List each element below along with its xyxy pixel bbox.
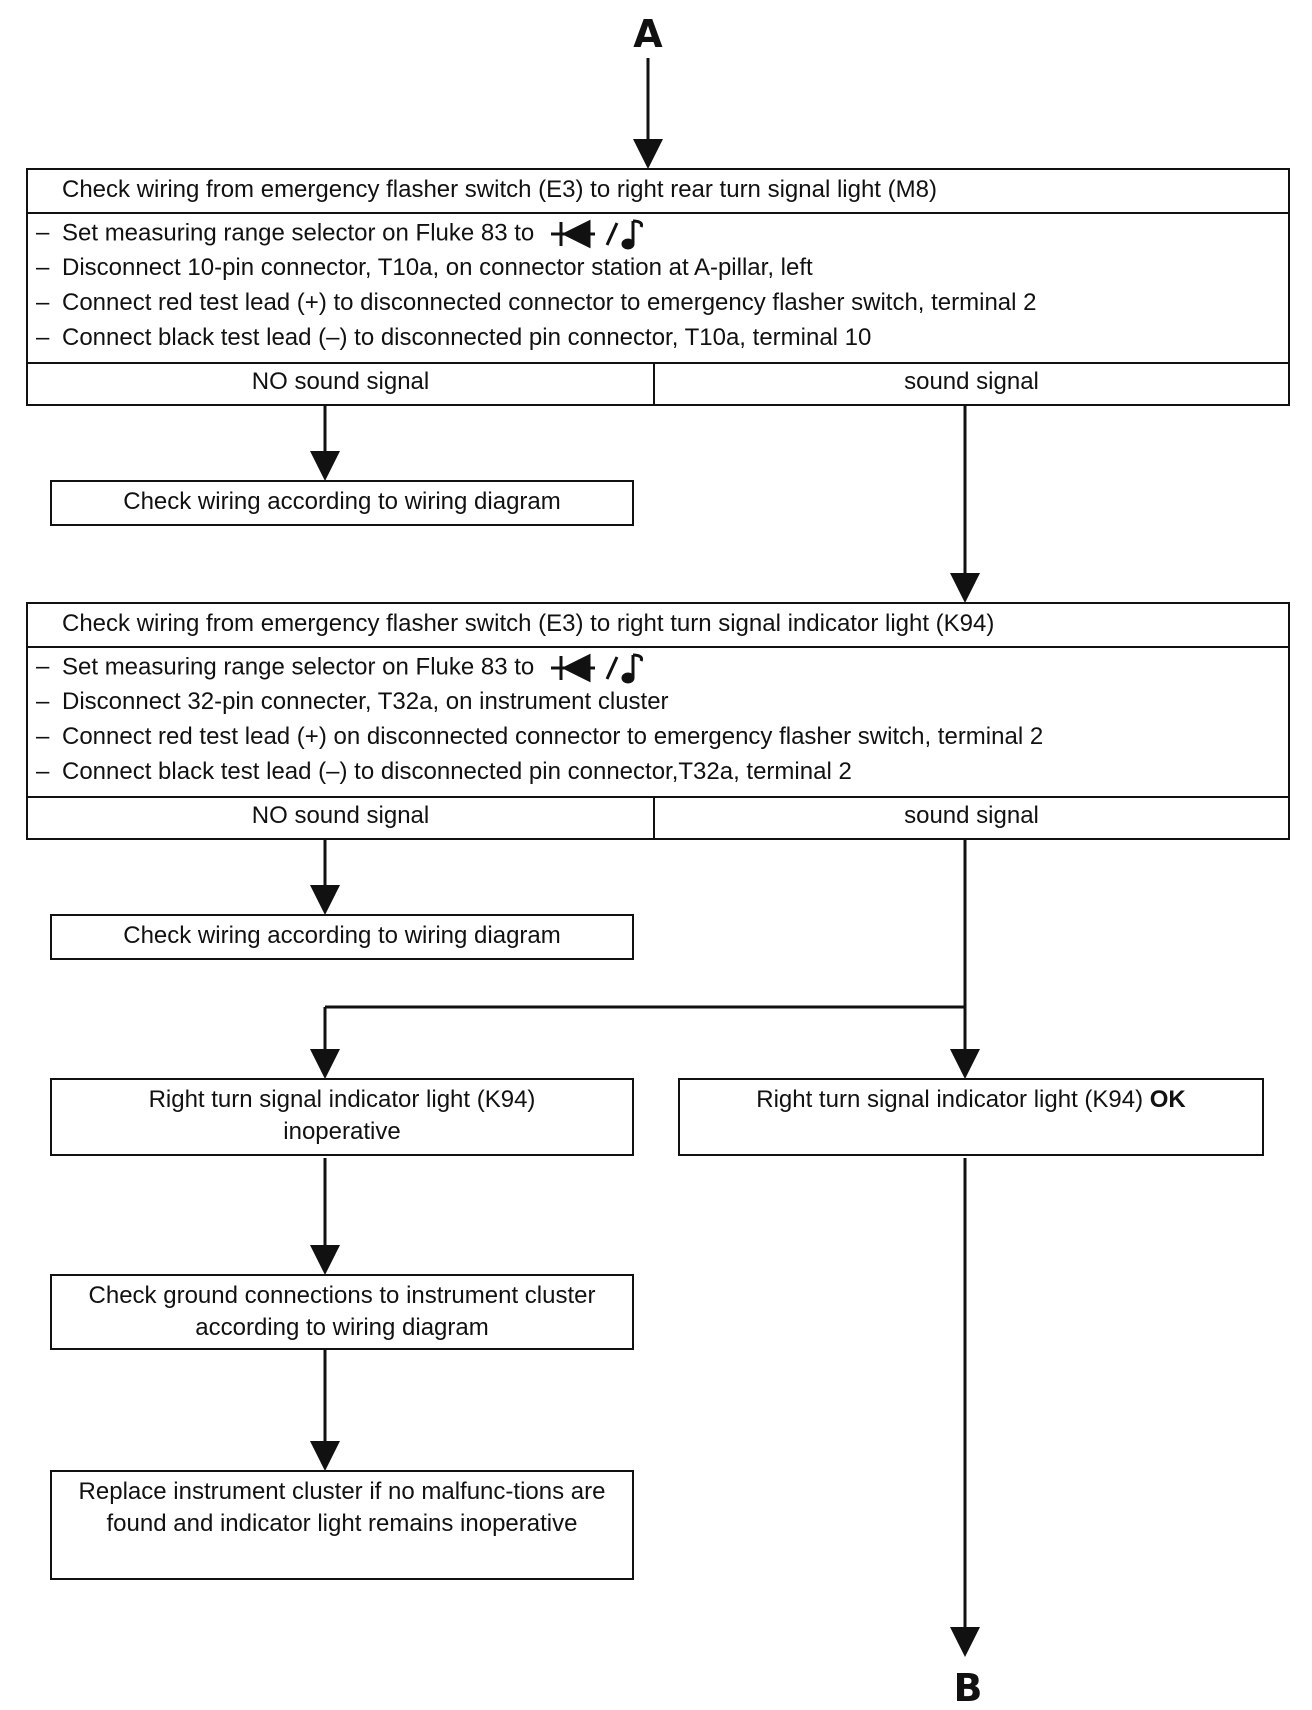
step1-fail-action-box: Check wiring according to wiring diagram xyxy=(50,480,634,526)
step1-item-1-text: Set measuring range selector on Fluke 83… xyxy=(62,219,535,247)
step1-outcome-no: NO sound signal xyxy=(28,364,655,404)
step1-item-2: –Disconnect 10-pin connector, T10a, on c… xyxy=(36,254,813,281)
step1-test-box: Check wiring from emergency flasher swit… xyxy=(26,168,1290,406)
replace-cluster-box: Replace instrument cluster if no malfunc… xyxy=(50,1470,634,1580)
diode-continuity-beeper-icon xyxy=(550,653,643,684)
step2-item-4: –Connect black test lead (–) to disconne… xyxy=(36,758,852,785)
step1-instructions: –Set measuring range selector on Fluke 8… xyxy=(28,214,1288,357)
step2-item-3: –Connect red test lead (+) on disconnect… xyxy=(36,723,1044,750)
step2-item-3-text: Connect red test lead (+) on disconnecte… xyxy=(62,723,1044,750)
indicator-ok-label: OK xyxy=(1149,1086,1186,1113)
step1-item-1: –Set measuring range selector on Fluke 8… xyxy=(36,217,1288,252)
check-ground-box: Check ground connections to instrument c… xyxy=(50,1274,634,1350)
indicator-inoperative-box: Right turn signal indicator light (K94) … xyxy=(50,1078,634,1156)
step2-fail-action-box: Check wiring according to wiring diagram xyxy=(50,914,634,960)
connector-a-label: A xyxy=(633,12,663,56)
step2-outcome-yes: sound signal xyxy=(904,802,1039,829)
indicator-ok-text: Right turn signal indicator light (K94) xyxy=(756,1086,1144,1113)
connector-b-label: B xyxy=(953,1666,983,1710)
step1-item-2-text: Disconnect 10-pin connector, T10a, on co… xyxy=(62,254,813,281)
step1-title: Check wiring from emergency flasher swit… xyxy=(28,170,1288,214)
step1-outcome-row: NO sound signal sound signal xyxy=(28,362,1288,404)
step2-item-4-text: Connect black test lead (–) to disconnec… xyxy=(62,758,852,785)
indicator-ok-box: Right turn signal indicator light (K94) … xyxy=(678,1078,1264,1156)
step1-item-4: –Connect black test lead (–) to disconne… xyxy=(36,324,872,351)
step2-item-2-text: Disconnect 32-pin connecter, T32a, on in… xyxy=(62,688,669,715)
step1-item-4-text: Connect black test lead (–) to disconnec… xyxy=(62,324,872,351)
step2-instructions: –Set measuring range selector on Fluke 8… xyxy=(28,648,1288,791)
step2-outcome-no: NO sound signal xyxy=(28,798,655,838)
indicator-inoperative-text: Right turn signal indicator light (K94) … xyxy=(148,1086,536,1145)
diode-continuity-beeper-icon xyxy=(550,219,643,250)
step1-item-3: –Connect red test lead (+) to disconnect… xyxy=(36,289,1037,316)
step2-test-box: Check wiring from emergency flasher swit… xyxy=(26,602,1290,840)
step1-outcome-yes: sound signal xyxy=(904,368,1039,395)
step1-item-3-text: Connect red test lead (+) to disconnecte… xyxy=(62,289,1037,316)
step2-outcome-row: NO sound signal sound signal xyxy=(28,796,1288,838)
step2-item-1: –Set measuring range selector on Fluke 8… xyxy=(36,651,1288,686)
step2-item-1-text: Set measuring range selector on Fluke 83… xyxy=(62,653,535,681)
step2-item-2: –Disconnect 32-pin connecter, T32a, on i… xyxy=(36,688,669,715)
step2-title: Check wiring from emergency flasher swit… xyxy=(28,604,1288,648)
